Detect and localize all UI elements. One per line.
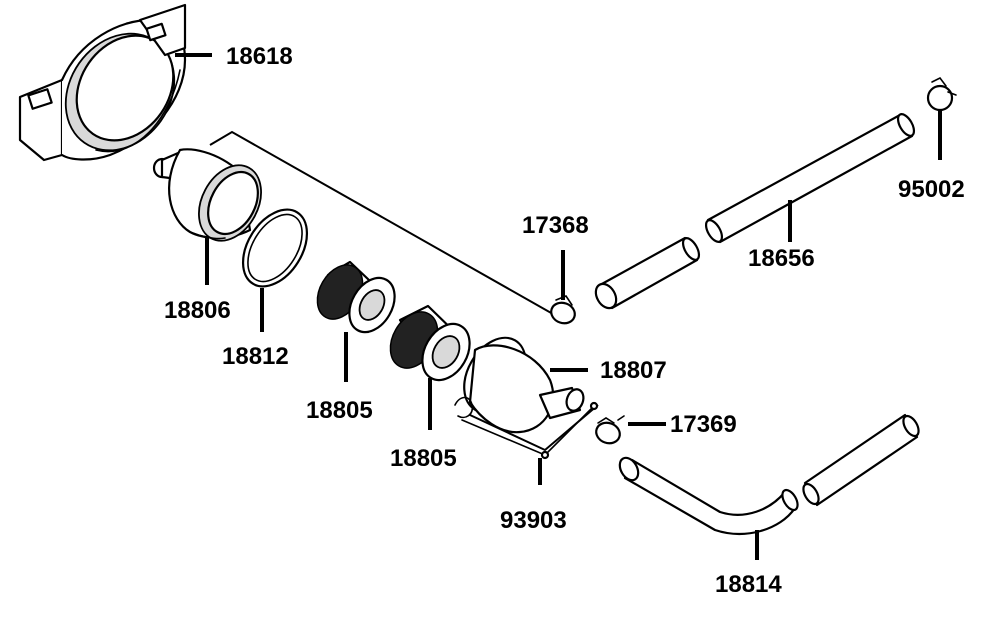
callout-18656: 18656 xyxy=(748,245,815,272)
mounting-clamp-part[interactable] xyxy=(18,3,197,171)
callout-18618: 18618 xyxy=(226,43,293,70)
callout-18812: 18812 xyxy=(222,343,289,370)
callout-18807: 18807 xyxy=(600,357,667,384)
callout-18805-1: 18805 xyxy=(306,397,373,424)
callout-labels: 18618 95002 17368 18656 18806 18812 1880… xyxy=(164,43,965,598)
callout-17368: 17368 xyxy=(522,212,589,239)
callout-17369: 17369 xyxy=(670,411,737,438)
hose-end-clip-part[interactable] xyxy=(926,76,957,112)
filter-element-2-part[interactable] xyxy=(381,304,479,389)
callout-93903: 93903 xyxy=(500,507,567,534)
bracket-part[interactable] xyxy=(461,401,599,460)
filter-cap-part[interactable] xyxy=(152,148,274,251)
upper-hose-clip-part[interactable] xyxy=(548,295,577,327)
callout-95002: 95002 xyxy=(898,176,965,203)
leader-lines xyxy=(175,53,942,560)
callout-18814: 18814 xyxy=(715,571,782,598)
callout-18806: 18806 xyxy=(164,297,231,324)
filter-body-part[interactable] xyxy=(452,327,587,434)
callout-18805-2: 18805 xyxy=(390,445,457,472)
lower-hose-clip-part[interactable] xyxy=(593,415,625,447)
o-ring-part[interactable] xyxy=(230,198,320,298)
upper-hose-part[interactable] xyxy=(592,112,917,312)
lower-hose-part[interactable] xyxy=(616,413,922,535)
filter-element-1-part[interactable] xyxy=(308,257,404,340)
